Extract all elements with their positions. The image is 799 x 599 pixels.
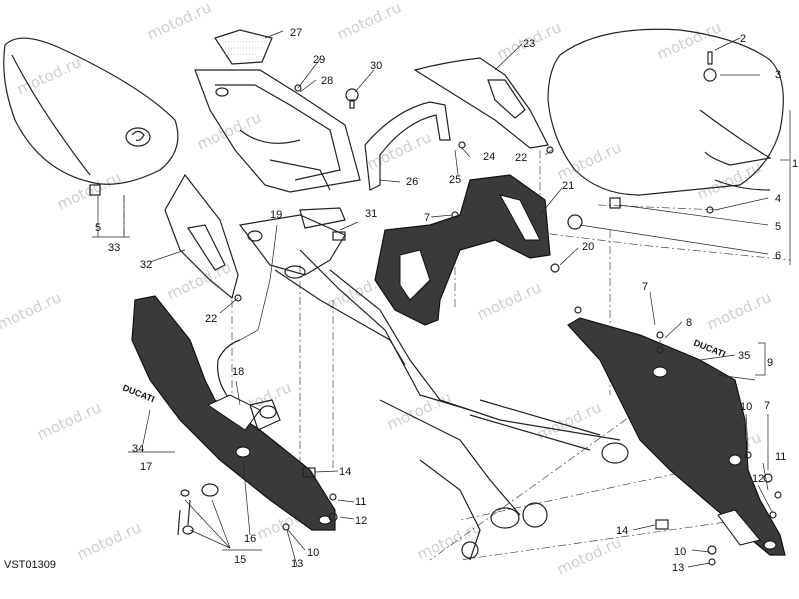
ducati-logo-left: DUCATI	[121, 383, 156, 405]
watermark: motod.ru	[194, 108, 264, 153]
callout-7: 7	[764, 400, 770, 412]
watermark: motod.ru	[554, 138, 624, 183]
watermark: motod.ru	[704, 288, 774, 333]
callout-25: 25	[449, 174, 461, 186]
hardware-fasteners	[89, 51, 782, 566]
logo-text: DUCATI	[692, 338, 727, 360]
callout-3: 3	[775, 69, 781, 81]
grille-plate	[214, 29, 273, 65]
watermark: motod.ru	[0, 288, 64, 333]
right-side-panel	[567, 317, 786, 556]
callout-16: 16	[244, 533, 256, 545]
callout-12: 12	[355, 515, 367, 527]
callout-10: 10	[674, 546, 686, 558]
callout-24: 24	[483, 151, 495, 163]
callout-4: 4	[775, 193, 781, 205]
callout-10: 10	[307, 547, 319, 559]
callout-7: 7	[642, 281, 648, 293]
callout-5: 5	[775, 221, 781, 233]
callout-18: 18	[232, 366, 244, 378]
callout-labels: 27 29 28 30 23 2 3 1 4 5 6 24 25 22 21 2…	[95, 27, 798, 574]
callout-17: 17	[140, 461, 152, 473]
callout-22: 22	[205, 313, 217, 325]
callout-27: 27	[290, 27, 302, 39]
watermark: motod.ru	[654, 18, 724, 63]
callout-9: 9	[767, 357, 773, 369]
callout-10: 10	[740, 401, 752, 413]
callout-20: 20	[582, 241, 594, 253]
rear-subframe	[238, 214, 629, 561]
rubber-pad	[89, 184, 101, 196]
callout-2: 2	[740, 33, 746, 45]
diagram-code: VST01309	[4, 559, 56, 571]
callout-22: 22	[515, 152, 527, 164]
callout-28: 28	[321, 75, 333, 87]
callout-15: 15	[234, 554, 246, 566]
callout-11: 11	[775, 451, 786, 463]
watermark: motod.ru	[34, 398, 104, 443]
callout-34: 34	[132, 443, 144, 455]
left-heat-shield	[164, 173, 239, 300]
callout-13: 13	[291, 558, 303, 570]
right-heat-shield	[413, 57, 549, 149]
callout-31: 31	[365, 208, 377, 220]
passenger-seat-right	[547, 28, 784, 196]
callout-6: 6	[775, 250, 781, 262]
callout-23: 23	[523, 38, 535, 50]
watermark: motod.ru	[384, 388, 454, 433]
watermark: motod.ru	[14, 53, 84, 98]
callout-14: 14	[339, 466, 351, 478]
ducati-logo-right: DUCATI	[692, 338, 727, 360]
callout-7: 7	[424, 212, 430, 224]
grommet	[703, 68, 717, 82]
assembly-lines	[123, 150, 791, 561]
callout-12: 12	[752, 473, 764, 485]
watermark: motod.ru	[474, 278, 544, 323]
watermark: motod.ru	[334, 0, 404, 44]
callout-8: 8	[686, 317, 692, 329]
left-side-panel	[131, 295, 336, 531]
callout-14: 14	[616, 525, 628, 537]
callout-1: 1	[792, 158, 798, 170]
logo-text: DUCATI	[121, 383, 156, 405]
rubber-pad	[609, 197, 621, 209]
tail-fairing	[374, 174, 551, 326]
watermark: motod.ru	[54, 168, 124, 213]
callout-26: 26	[406, 176, 418, 188]
callout-30: 30	[370, 60, 382, 72]
rider-seat-left	[3, 37, 179, 185]
watermark: motod.ru	[74, 518, 144, 563]
callout-32: 32	[140, 259, 152, 271]
cable	[217, 339, 241, 406]
watermark: motod.ru	[164, 258, 234, 303]
callout-11: 11	[355, 496, 366, 508]
callout-33: 33	[108, 242, 120, 254]
grab-handle	[364, 101, 451, 191]
callout-29: 29	[313, 54, 325, 66]
leader-lines	[92, 30, 791, 568]
callout-5: 5	[95, 222, 101, 234]
callout-19: 19	[270, 209, 282, 221]
callout-21: 21	[562, 180, 574, 192]
watermark: motod.ru	[554, 533, 624, 578]
callout-35: 35	[738, 350, 750, 362]
under-seat-tray	[194, 69, 361, 193]
callout-13: 13	[672, 562, 684, 574]
watermark: motod.ru	[144, 0, 214, 44]
